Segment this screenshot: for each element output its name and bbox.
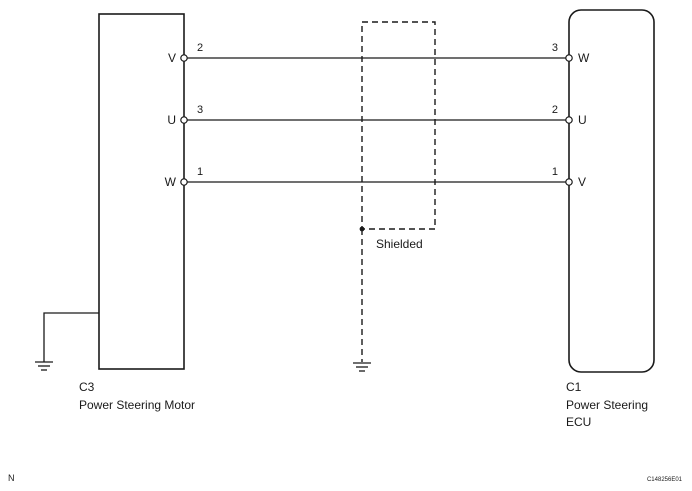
ecu-connector-code: C1	[566, 380, 582, 394]
ecu-terminal-label: W	[578, 51, 590, 65]
ecu-name: Power Steering	[566, 398, 648, 412]
motor-connector-code: C3	[79, 380, 95, 394]
ecu-terminal-circle	[565, 116, 573, 124]
ecu-terminal-circle	[565, 54, 573, 62]
motor-terminal-label: U	[167, 113, 176, 127]
motor-pin-number: 3	[197, 104, 203, 116]
motor-pin-number: 1	[197, 166, 203, 178]
ground-icon	[353, 362, 371, 372]
motor-terminal-circle	[180, 116, 188, 124]
ground-icon	[35, 361, 53, 371]
motor-terminal-circle	[180, 178, 188, 186]
shield-junction-dot	[359, 226, 365, 232]
motor-ground-wire	[43, 312, 99, 362]
ecu-pin-number: 2	[552, 104, 558, 116]
motor-terminal-label: W	[165, 175, 177, 189]
ecu-terminal-circle	[565, 178, 573, 186]
motor-pin-number: 2	[197, 42, 203, 54]
footer-mark: N	[8, 473, 15, 483]
ecu-pin-number: 3	[552, 42, 558, 54]
ecu-pin-number: 1	[552, 166, 558, 178]
shield-label: Shielded	[376, 237, 423, 251]
ecu-terminal-label: U	[578, 113, 587, 127]
motor-terminal-label: V	[168, 51, 176, 65]
figure-code: C148256E01	[647, 477, 683, 483]
ecu-terminal-label: V	[578, 175, 586, 189]
shield-outline	[361, 21, 436, 230]
ecu-name: ECU	[566, 415, 591, 429]
motor-terminal-circle	[180, 54, 188, 62]
motor-name: Power Steering Motor	[79, 398, 195, 412]
ecu-box	[568, 9, 655, 373]
motor-box	[98, 13, 185, 370]
